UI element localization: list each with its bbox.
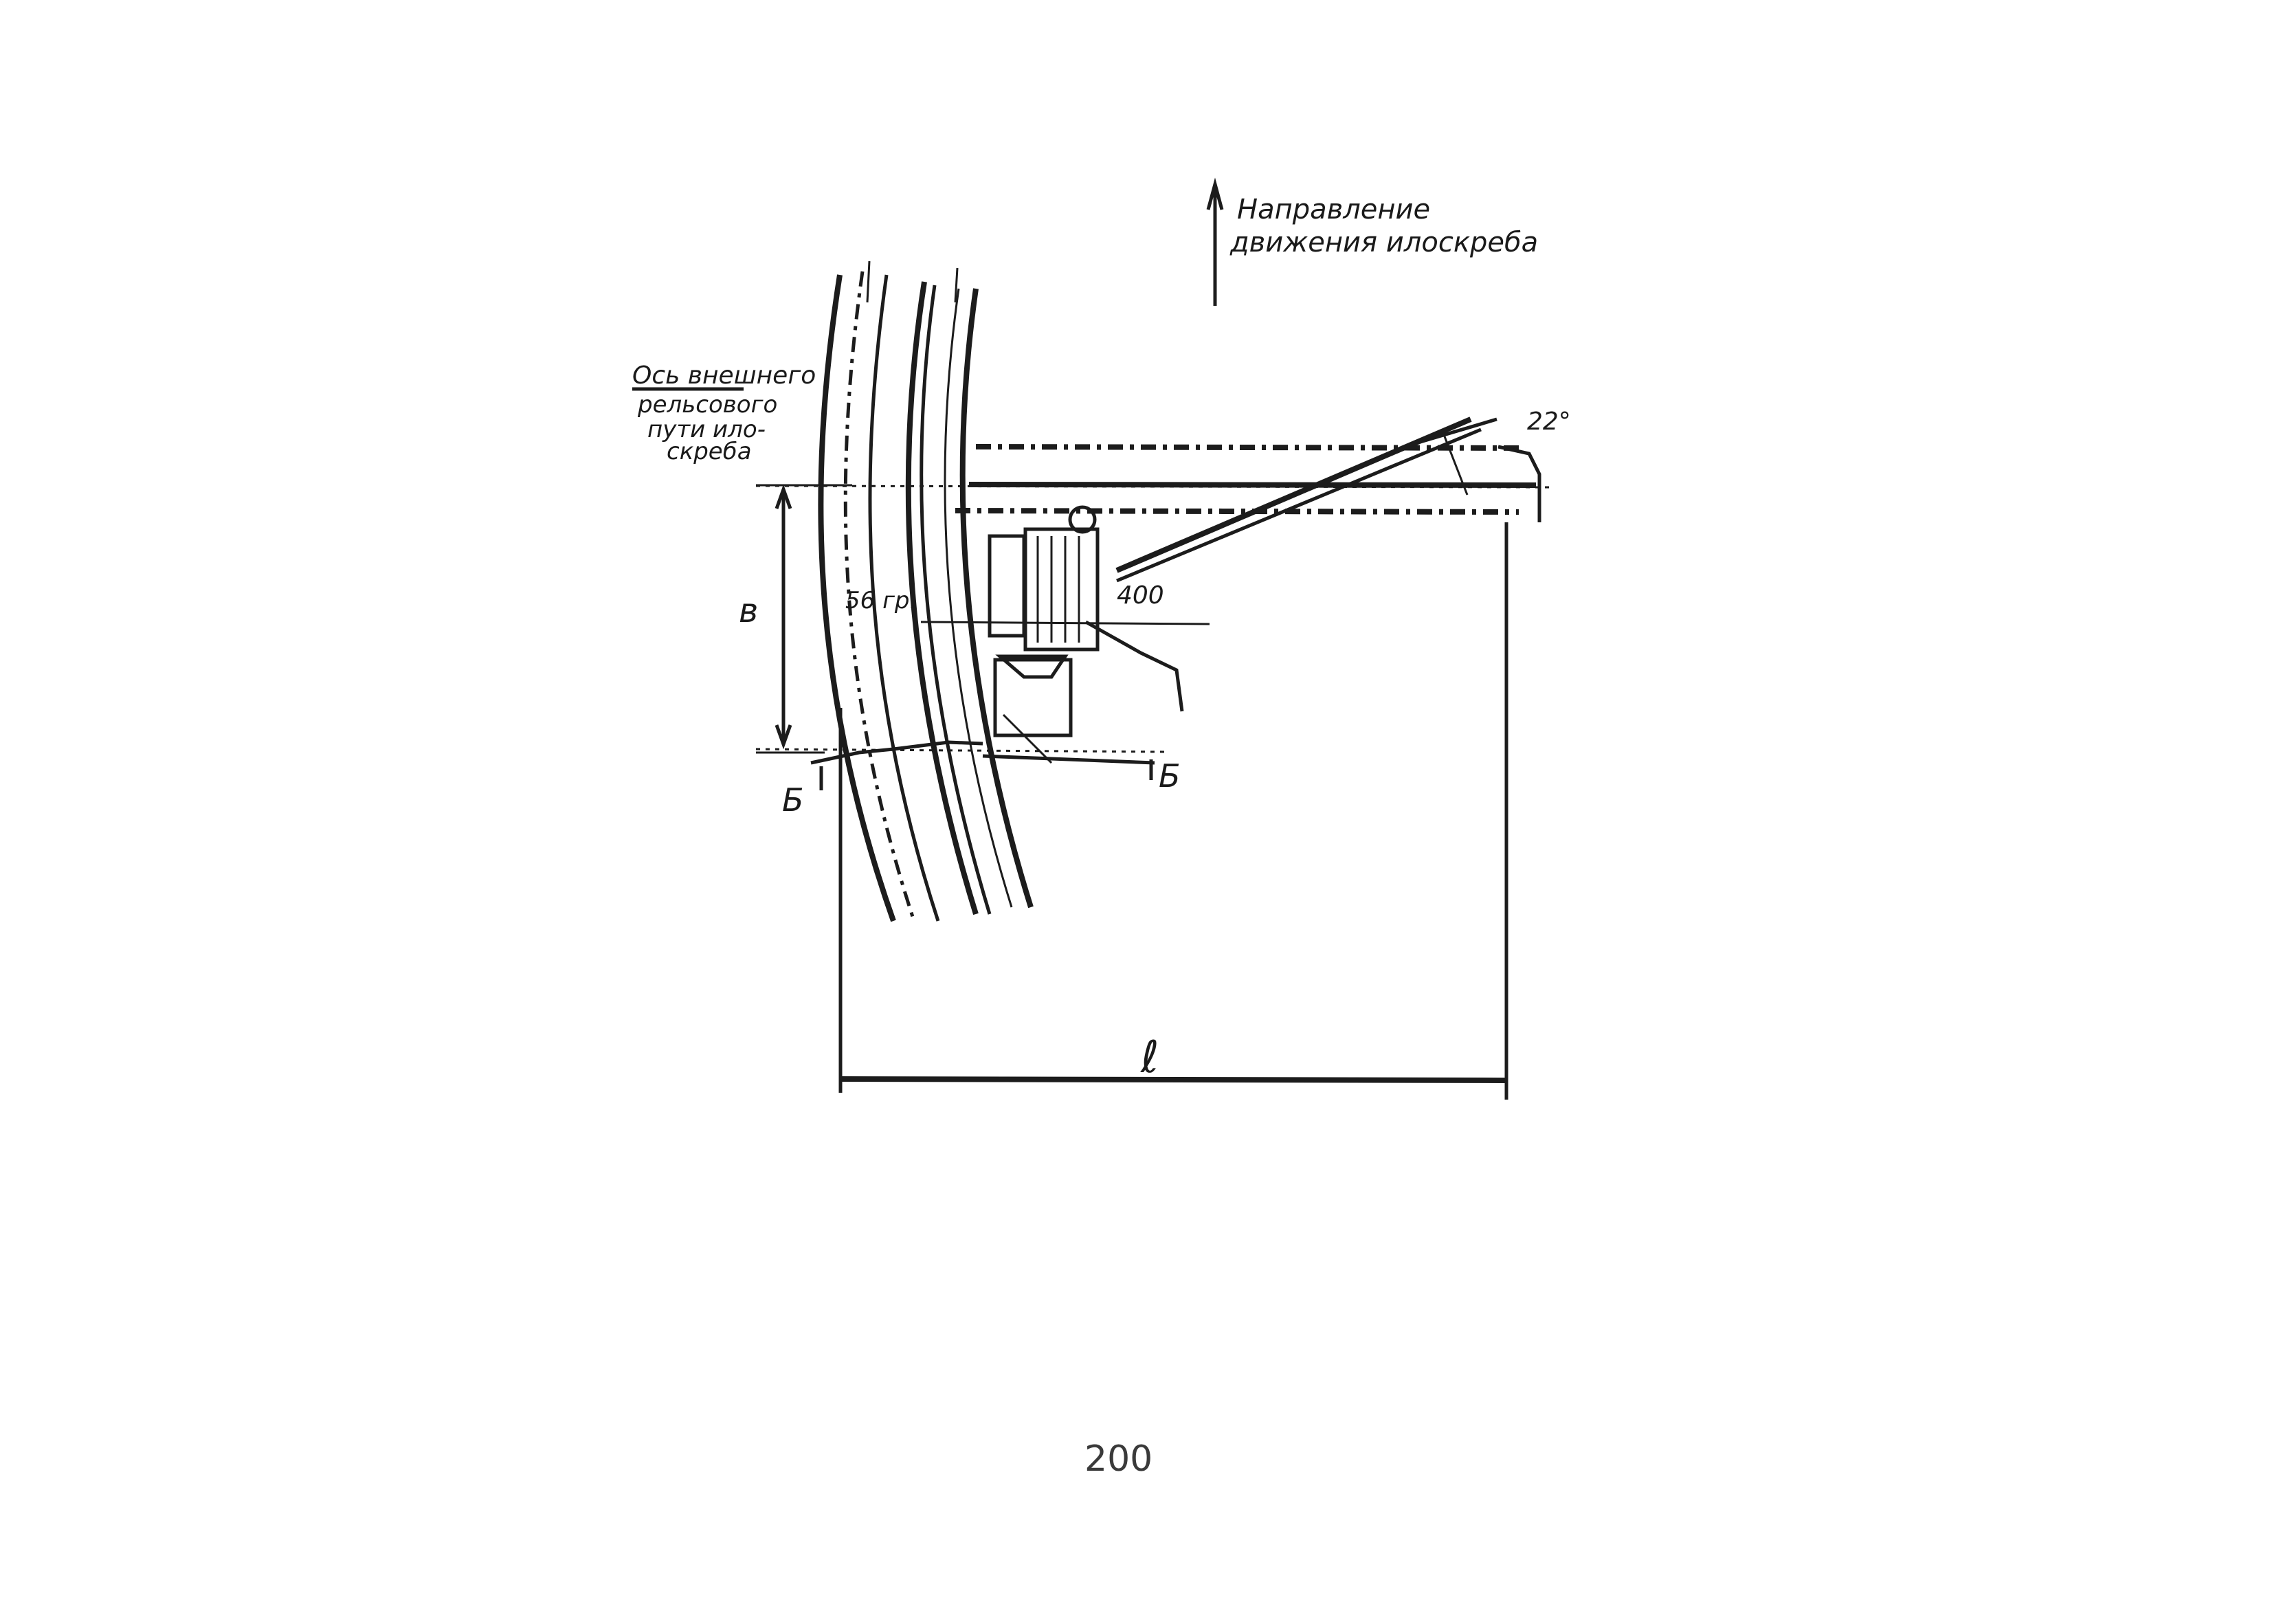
curved-channel <box>818 271 1034 922</box>
page-number: 200 <box>1084 1438 1152 1480</box>
axis-leaders <box>632 260 959 391</box>
trolley-machine <box>988 505 1184 764</box>
dimension-b-label: в <box>739 592 758 630</box>
section-right-label: Б <box>1159 757 1181 794</box>
axis-label-line2: рельсового <box>637 391 777 419</box>
rail-beam <box>755 444 1554 522</box>
section-cut <box>755 740 1169 790</box>
axis-label-line4: скреба <box>667 438 752 465</box>
boom <box>1115 416 1497 583</box>
axis-label-line3: пути ило- <box>647 416 766 443</box>
angle-label: 22° <box>1527 408 1571 436</box>
dimension-400-label: 400 <box>1117 581 1164 610</box>
section-left-label: Б <box>782 781 804 819</box>
dimension-l-label: ℓ <box>1140 1032 1159 1083</box>
dimension-l <box>838 522 1508 1100</box>
direction-label-line2: движения илоскреба <box>1229 227 1538 258</box>
angle-56-label: 56 гр. <box>845 587 917 614</box>
dimension-b <box>756 484 1210 754</box>
direction-label-line1: Направление <box>1237 194 1430 225</box>
direction-arrow <box>1206 177 1224 306</box>
axis-label-line1: Ось внешнего <box>632 361 816 390</box>
